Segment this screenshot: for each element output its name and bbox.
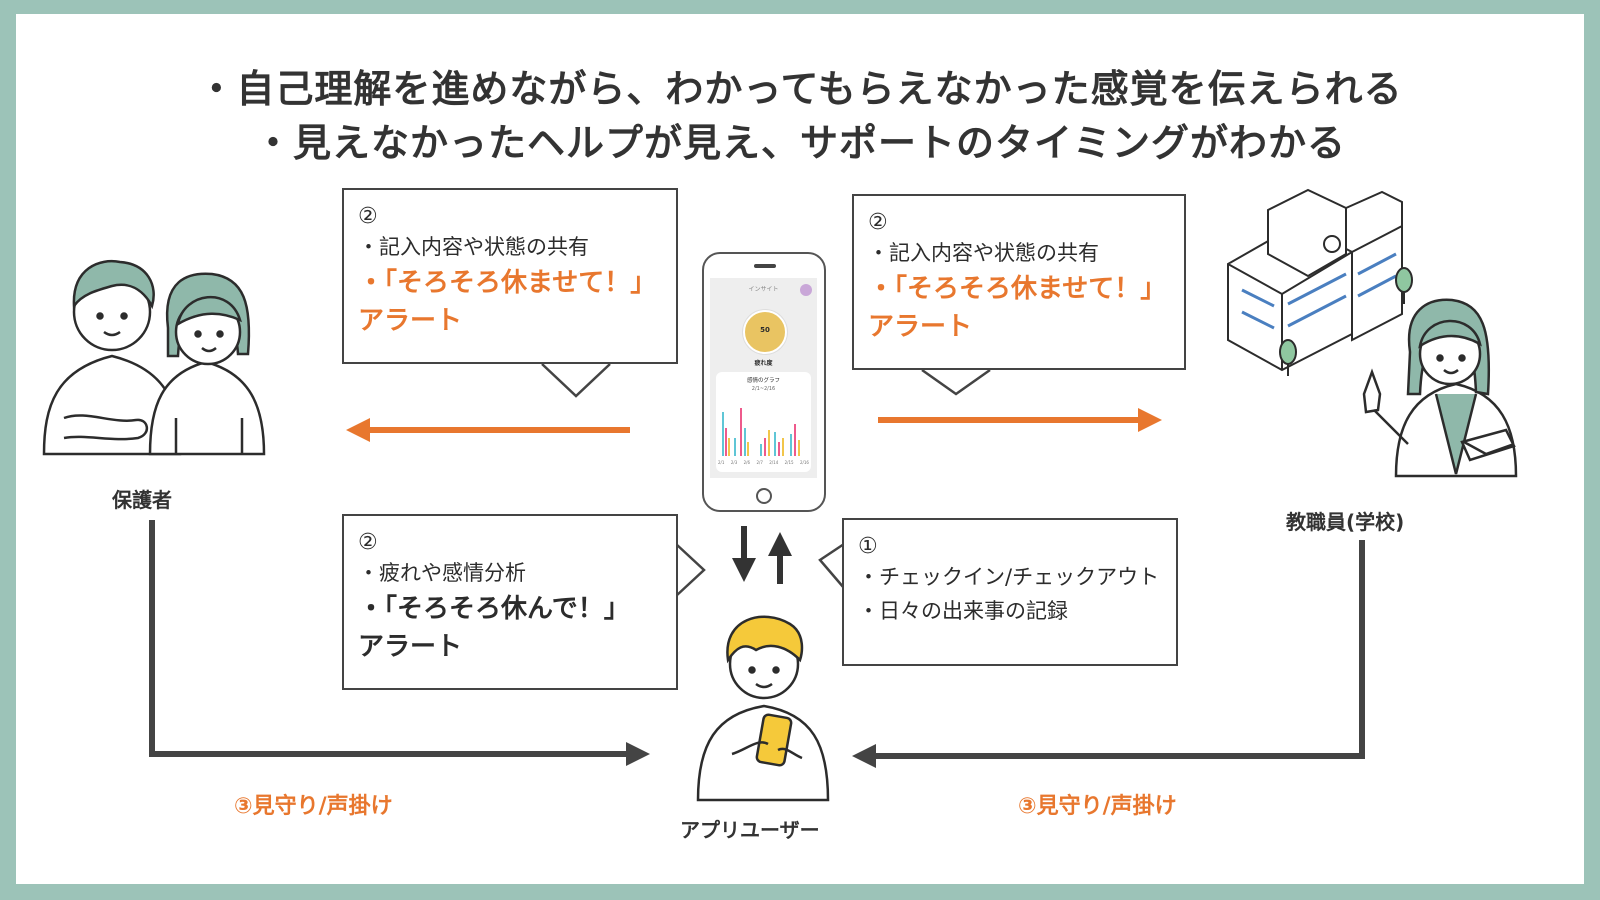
diagram-canvas: ・自己理解を進めながら、わかってもらえなかった感覚を伝えられる ・見えなかったヘ… [16,14,1584,884]
bubble-text: ・記入内容や状態の共有 [358,235,589,259]
watch-line-left [149,520,650,766]
x-tick: 2/7 [756,460,763,465]
bubble-alert-label: アラート [358,632,463,662]
teacher-illustration [1362,298,1518,478]
label-watch-left: ③見守り/声掛け [234,794,393,819]
fatigue-gauge-value: 50 [760,326,770,334]
x-tick: 2/3 [730,460,738,465]
bubble-text: ・日々の出来事の記録 [858,599,1068,623]
fatigue-gauge: 50 [743,310,787,354]
app-user-illustration [696,615,830,802]
parents-illustration [42,259,266,456]
bubble-alert-text: ・「そろそろ休ませて！」 [358,268,657,298]
bubble-pointer-checkin [818,542,845,589]
title-line-2: ・見えなかったヘルプが見え、サポートのタイミングがわかる [253,121,1346,165]
bubble-user-analysis: ② ・疲れや感情分析 ・「そろそろ休んで！」 アラート [342,514,678,690]
phone-app-title: インサイト [748,286,779,293]
step-number: ② [358,530,378,555]
bubble-checkin: ① ・チェックイン/チェックアウト ・日々の出来事の記録 [842,518,1178,666]
label-watch-right: ③見守り/声掛け [1018,794,1177,819]
bubble-text: ・記入内容や状態の共有 [868,241,1099,265]
avatar-icon [800,284,812,296]
step-number: ① [858,534,878,559]
arrow-to-teacher [878,408,1162,432]
bubble-text: ・疲れや感情分析 [358,561,526,585]
x-tick: 2/14 [769,460,779,465]
phone-home-button [756,488,772,504]
step-number: ② [358,204,378,229]
label-parent: 保護者 [112,488,172,512]
emotion-graph-range: 2/1~2/16 [751,386,776,392]
emotion-graph-xaxis: 2/1 2/3 2/6 2/7 2/14 2/15 2/16 [718,460,809,465]
arrow-to-parent [346,418,630,442]
bubble-alert-label: アラート [868,312,973,342]
emotion-graph-card: 感情のグラフ 2/1~2/16 [716,372,811,472]
emotion-graph-title: 感情のグラフ [746,378,780,384]
bubble-alert-text: ・「そろそろ休ませて！」 [868,274,1167,304]
label-app-user: アプリユーザー [680,818,820,842]
phone-speaker [754,264,776,268]
bubble-alert-text: ・「そろそろ休んで！」 [358,594,630,624]
bubble-parent-share: ② ・記入内容や状態の共有 ・「そろそろ休ませて！」 アラート [342,188,678,364]
bubble-pointer-user [675,543,706,597]
x-tick: 2/15 [784,460,794,465]
bubble-pointer-teacher [921,368,991,396]
x-tick: 2/1 [718,460,725,465]
phone-mockup: インサイト 50 疲れ度 感情のグラフ 2/1~2/16 [702,252,826,512]
arrow-user-to-phone-up [768,532,792,584]
label-teacher: 教職員(学校) [1286,510,1405,534]
watch-line-right [852,540,1365,768]
x-tick: 2/16 [799,460,809,465]
step-number: ② [868,210,888,235]
bubble-pointer-parent [541,363,611,398]
arrow-phone-to-user-down [732,526,756,582]
connectors-layer [42,188,1518,802]
bubble-alert-label: アラート [358,306,463,336]
bubble-teacher-share: ② ・記入内容や状態の共有 ・「そろそろ休ませて！」 アラート [852,194,1186,370]
title-line-1: ・自己理解を進めながら、わかってもらえなかった感覚を伝えられる [197,67,1403,111]
school-building-illustration [1227,188,1413,376]
bubble-text: ・チェックイン/チェックアウト [858,565,1160,589]
x-tick: 2/6 [743,460,751,465]
fatigue-caption: 疲れ度 [754,360,773,367]
emotion-bars [722,408,800,456]
phone-screen: インサイト 50 疲れ度 感情のグラフ 2/1~2/16 [710,278,817,478]
